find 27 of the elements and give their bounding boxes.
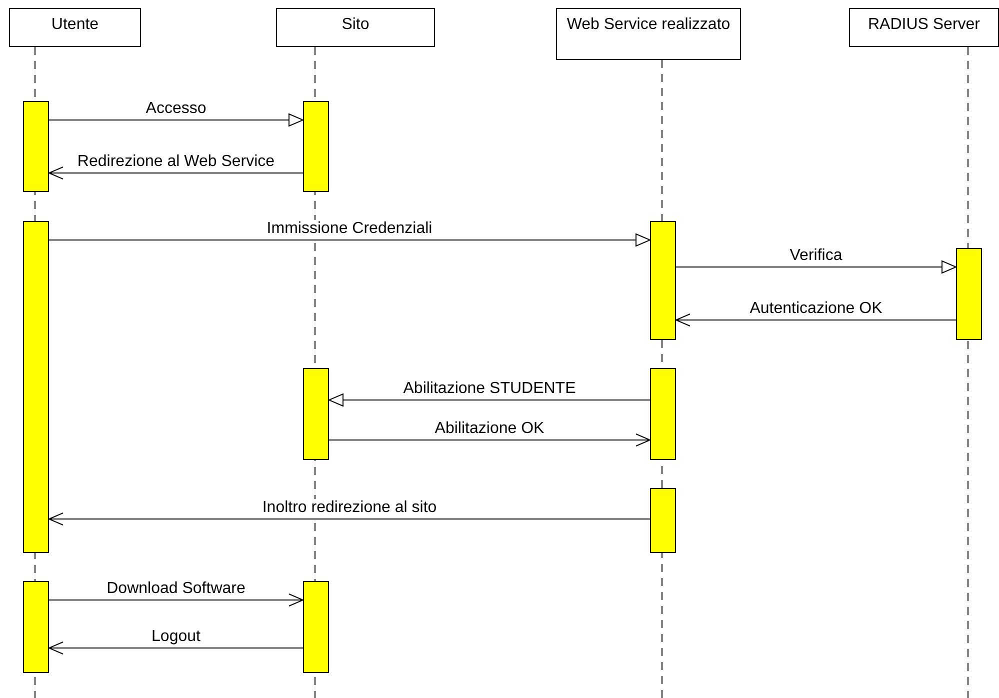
activation-bar — [23, 221, 49, 553]
message-arrow — [676, 314, 956, 326]
message-arrow — [48, 512, 650, 526]
activation-bar — [303, 368, 329, 460]
participant-box: Web Service realizzato — [556, 8, 741, 60]
activation-bar — [23, 581, 49, 673]
message-arrow — [48, 642, 304, 654]
activation-bar — [650, 488, 676, 553]
activation-bar — [956, 248, 982, 340]
message-arrow — [48, 114, 304, 126]
activation-bar — [650, 221, 676, 340]
edge-label: Inoltro redirezione al sito — [261, 499, 438, 517]
message-arrow — [328, 434, 650, 446]
message-arrow — [676, 260, 956, 274]
message-arrow — [48, 234, 650, 246]
activation-bar — [303, 581, 329, 673]
participant-box: Utente — [9, 8, 141, 47]
participant-box: Sito — [276, 8, 435, 47]
activation-bar — [303, 101, 329, 192]
message-arrow — [48, 166, 304, 180]
activation-bar — [23, 101, 49, 192]
message-arrow — [328, 394, 650, 406]
participant-box: RADIUS Server — [849, 8, 999, 47]
edge-label: Immissione Credenziali — [266, 220, 434, 238]
edge-label: Logout — [150, 628, 202, 646]
activation-bar — [650, 368, 676, 460]
message-arrow — [48, 594, 304, 606]
